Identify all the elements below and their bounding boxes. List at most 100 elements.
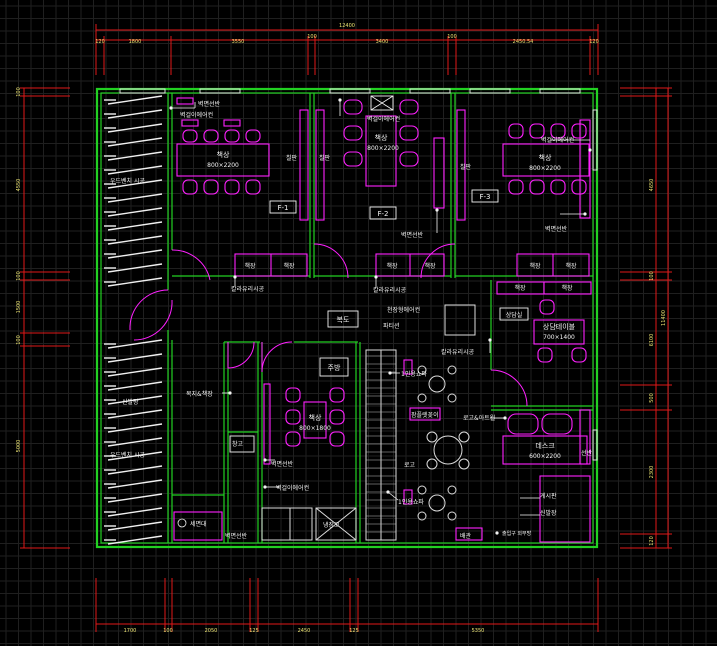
label-outlet-1: 벽면선반	[198, 100, 221, 108]
bench-hatch-line	[107, 221, 163, 231]
label-glass-3: 칼라유리시공	[441, 348, 475, 356]
dim-left-1: 4550	[16, 179, 22, 192]
label-desk-2: 책상	[375, 133, 388, 142]
hall-tag-box	[327, 310, 359, 328]
dim-right-3: 500	[649, 393, 655, 403]
dim-left-0: 100	[16, 87, 22, 97]
label-board-1b: 칠판	[319, 154, 331, 162]
bench-hatch-line	[107, 479, 163, 489]
bench-hatch-line	[107, 395, 163, 405]
dim-bottom-5: 125	[349, 628, 359, 634]
label-shelf-chair: 복지&책장	[186, 390, 213, 398]
label-desk-3-size: 800×2200	[529, 165, 561, 172]
room-f3-furniture	[456, 109, 591, 277]
bench-hatch-line	[107, 109, 163, 119]
dim-top-overall: 12400	[339, 23, 355, 29]
label-storage: 창고	[232, 440, 244, 448]
label-bookcase-c1: 책장	[514, 284, 526, 292]
label-bookcase-2b: 책장	[424, 262, 436, 270]
room-f1-furniture	[176, 97, 309, 277]
label-desk-3: 책상	[539, 153, 552, 162]
label-kitchen: 주방	[328, 363, 341, 372]
label-desk-2-size: 800×2200	[367, 145, 399, 152]
label-brochure: 팜플렛꽂이	[411, 411, 439, 419]
bench-hatch-line	[107, 235, 163, 245]
kitchen-counter	[229, 435, 357, 541]
room-tag-f2-box	[369, 206, 397, 220]
dim-bottom-0: 1700	[124, 628, 137, 634]
bench-hatch-line	[107, 409, 163, 419]
dim-top-4: 3400	[376, 39, 389, 45]
bench-hatch-line	[107, 353, 163, 363]
label-desk-1: 책상	[217, 150, 230, 159]
stair-lines	[366, 355, 396, 533]
dim-top-7: 120	[589, 39, 599, 45]
bench-hatch-line	[107, 137, 163, 147]
room-tag-f3: F-3	[479, 193, 490, 201]
dimension-texts: 12400 120 1800 3550 100 3400 100 2450.54…	[16, 23, 667, 634]
kitchen-doors	[129, 289, 293, 373]
label-shoe-d: 신발장	[540, 509, 557, 517]
label-desk-d: 데스크	[535, 442, 555, 450]
bench-hatch-line	[107, 437, 163, 447]
kitchen-tag-box	[319, 357, 349, 377]
room-tag-f1: F-1	[277, 204, 288, 212]
label-hall: 복도	[337, 316, 350, 324]
dim-right-4: 6100	[649, 334, 655, 347]
label-notice: 게시판	[540, 492, 557, 500]
dim-right-1: 100	[649, 271, 655, 281]
sink-basin-icon	[177, 518, 187, 528]
room-tags: F-1 F-2 F-3	[269, 189, 529, 377]
dim-left-4: 100	[16, 335, 22, 345]
label-wall-ac-2: 벽걸이에어컨	[367, 115, 400, 123]
room-f2-furniture	[315, 99, 445, 277]
bench-hatch-line	[107, 381, 163, 391]
label-bookcase-1a: 책장	[244, 262, 256, 270]
bench-hatch-line	[107, 367, 163, 377]
dim-left-2: 100	[16, 271, 22, 281]
dim-right-2: 11400	[661, 310, 667, 326]
bench-hatch-line	[107, 165, 163, 175]
dim-right-6: 120	[649, 536, 655, 546]
bench-hatch-line	[107, 535, 163, 545]
consult-room-tag-box	[499, 307, 529, 321]
bench-hatch-line	[107, 193, 163, 203]
room-tag-f2: F-2	[377, 210, 388, 218]
room-tag-f1-box	[269, 200, 297, 214]
label-wall-ac-k: 벽걸이에어컨	[276, 484, 309, 492]
kitchen-furniture	[173, 383, 345, 541]
label-fridge: 냉장고	[323, 521, 340, 529]
dim-top-2: 3550	[232, 39, 245, 45]
label-bench-top: 우드벤치 시공	[110, 177, 146, 185]
dim-top-6: 2450.54	[513, 39, 534, 45]
label-board-1a: 칠판	[286, 154, 298, 162]
label-wall-ac-3: 벽걸이에어컨	[541, 136, 574, 144]
dim-bottom-1: 100	[163, 628, 173, 634]
bench-hatch-line	[107, 339, 163, 349]
label-shoe: 신발장	[122, 398, 139, 406]
bench-hatch-line	[107, 493, 163, 503]
label-sofa-1: 1인용쇼파	[401, 370, 427, 378]
label-desk-d-size: 600×2200	[529, 453, 561, 460]
bench-hatch-line	[107, 179, 163, 189]
bench-hatch-line	[107, 263, 163, 273]
dim-top-3: 100	[307, 34, 317, 40]
room-f2-door	[313, 243, 456, 279]
label-consult-table: 상담테이블	[543, 322, 576, 331]
bench-hatch-line	[107, 507, 163, 517]
label-consult-room: 상담실	[506, 311, 523, 319]
dim-bottom-6: 5350	[472, 628, 485, 634]
room-f2-ac-unit	[370, 95, 394, 111]
dim-top-0: 120	[95, 39, 105, 45]
label-board-2: 칠판	[460, 163, 472, 171]
label-partition: 파티션	[383, 322, 400, 330]
label-desk-k-size: 800×1800	[299, 425, 331, 432]
leader-lines	[169, 98, 592, 535]
label-ceiling-ac: 천장형에어컨	[387, 306, 420, 314]
label-shelf-d: 선반	[581, 449, 593, 457]
label-bookcase-1b: 책장	[283, 262, 295, 270]
label-sofa-2: 1인용쇼파	[398, 498, 424, 506]
label-desk-1-size: 800×2200	[207, 162, 239, 169]
